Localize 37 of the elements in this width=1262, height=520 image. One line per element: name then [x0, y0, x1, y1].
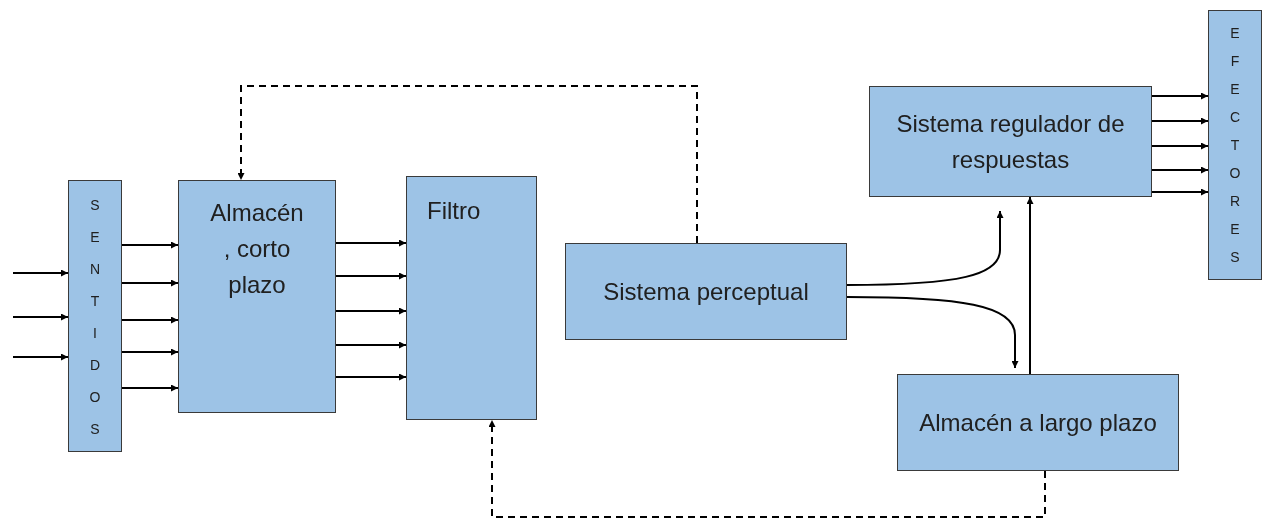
arrow: [121, 241, 179, 249]
box-label: Sistema perceptual: [603, 276, 809, 307]
process-box: [406, 176, 537, 420]
process-box: [565, 243, 847, 340]
vertical-box: [68, 180, 122, 452]
arrow: [121, 348, 179, 356]
arrow: [121, 279, 179, 287]
box-label: Almacén , corto plazo: [209, 198, 305, 300]
arrow: [121, 316, 179, 324]
arrow: [335, 272, 407, 280]
arrow: [1026, 196, 1034, 375]
arrow: [335, 373, 407, 381]
vertical-label: SENTIDOS: [89, 196, 101, 439]
vertical-label: EFECTORES: [1229, 24, 1241, 267]
arrow: [121, 384, 179, 392]
box-label: Filtro: [427, 196, 481, 226]
vertical-box: [1208, 10, 1262, 280]
arrow: [335, 239, 407, 247]
arrow: [1151, 142, 1209, 150]
arrow: [12, 269, 69, 277]
arrow: [846, 210, 1004, 286]
box-label: Almacén a largo plazo: [919, 407, 1157, 438]
process-box: [178, 180, 336, 413]
arrow: [488, 419, 1046, 518]
arrow: [1151, 188, 1209, 196]
process-box: [869, 86, 1152, 197]
arrow: [12, 353, 69, 361]
process-box: [897, 374, 1179, 471]
arrow: [1151, 166, 1209, 174]
arrow: [1151, 117, 1209, 125]
arrow: [237, 85, 698, 244]
arrow: [335, 307, 407, 315]
arrow: [1151, 92, 1209, 100]
box-label: Sistema regulador de respuestas: [895, 108, 1126, 175]
arrow: [12, 313, 69, 321]
arrow: [846, 296, 1019, 369]
arrow: [335, 341, 407, 349]
